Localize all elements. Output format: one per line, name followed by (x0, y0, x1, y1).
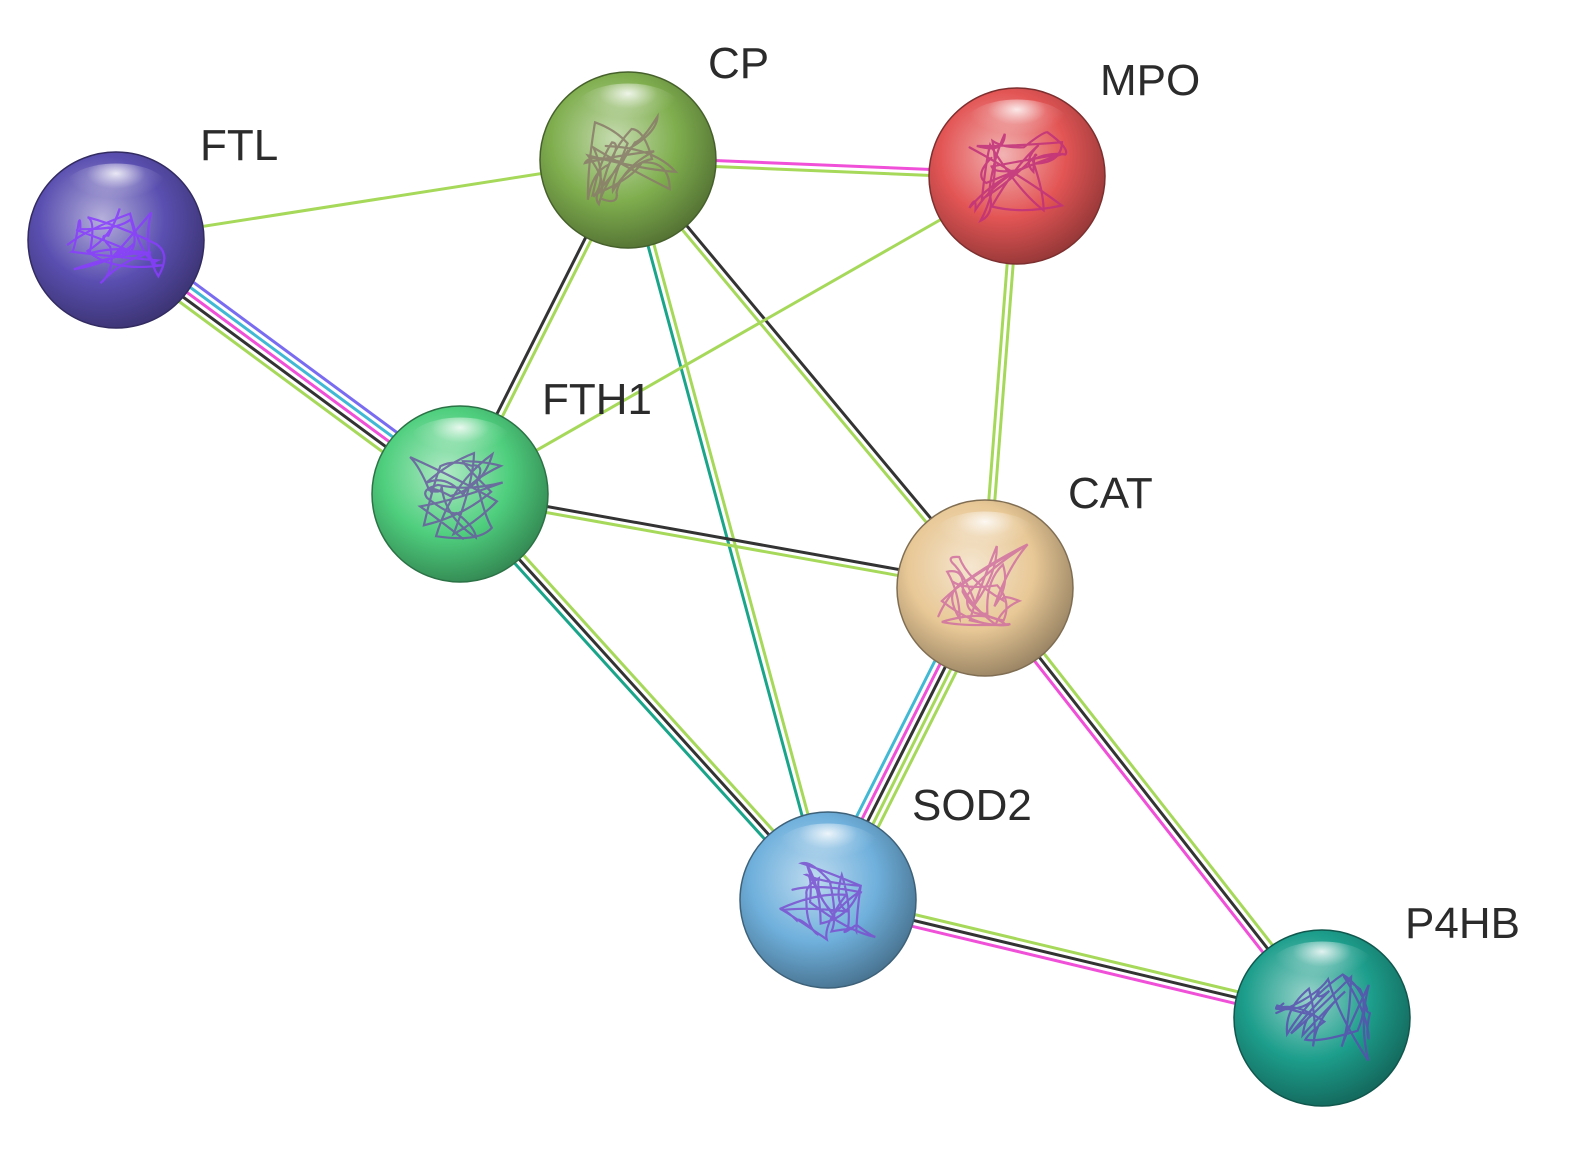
edge-fth1-sod2[interactable] (454, 488, 834, 906)
node-fth1[interactable]: FTH1 (371, 375, 652, 583)
evidence-line (629, 158, 833, 900)
evidence-line (463, 488, 834, 897)
node-p4hb[interactable]: P4HB (1233, 899, 1520, 1107)
evidence-line (459, 174, 1018, 496)
evidence-line (458, 492, 830, 902)
edge-cp-sod2[interactable] (623, 158, 833, 902)
node-label: CAT (1068, 469, 1153, 518)
edge-layer (107, 155, 1328, 1026)
node-cp[interactable]: CP (539, 39, 769, 249)
node-cat[interactable]: CAT (896, 469, 1153, 677)
protein-structure-icon (66, 208, 166, 285)
evidence-line (629, 157, 989, 588)
evidence-line (623, 160, 827, 902)
evidence-line (459, 495, 985, 593)
evidence-line (988, 583, 1328, 1016)
edge-fth1-cat[interactable] (459, 489, 986, 593)
node-sod2[interactable]: SOD2 (739, 781, 1032, 989)
protein-structure-icon (409, 451, 504, 540)
sphere-highlight (61, 163, 171, 220)
evidence-line (983, 587, 1324, 1019)
node-label: MPO (1100, 56, 1200, 105)
sphere-highlight (773, 823, 883, 880)
edge-cat-p4hb[interactable] (979, 583, 1328, 1023)
node-label: FTH1 (542, 375, 652, 424)
node-mpo[interactable]: MPO (928, 56, 1200, 265)
edge-cp-cat[interactable] (624, 157, 989, 591)
evidence-line (624, 160, 984, 591)
protein-structure-icon (779, 861, 876, 942)
sphere-highlight (930, 511, 1040, 568)
node-label: P4HB (1405, 899, 1520, 948)
evidence-line (460, 489, 986, 587)
node-label: SOD2 (912, 781, 1032, 830)
protein-structure-icon (937, 543, 1029, 627)
sphere-highlight (405, 417, 515, 474)
evidence-line (979, 590, 1319, 1023)
node-label: FTL (200, 121, 278, 170)
edge-mpo-fth1[interactable] (459, 174, 1018, 496)
sphere-highlight (573, 83, 683, 140)
node-ftl[interactable]: FTL (27, 121, 278, 329)
protein-structure-icon (583, 112, 679, 207)
node-label: CP (708, 39, 769, 88)
protein-structure-icon (1274, 973, 1372, 1062)
sphere-highlight (1267, 941, 1377, 998)
sphere-highlight (962, 99, 1072, 156)
evidence-line (454, 497, 825, 906)
